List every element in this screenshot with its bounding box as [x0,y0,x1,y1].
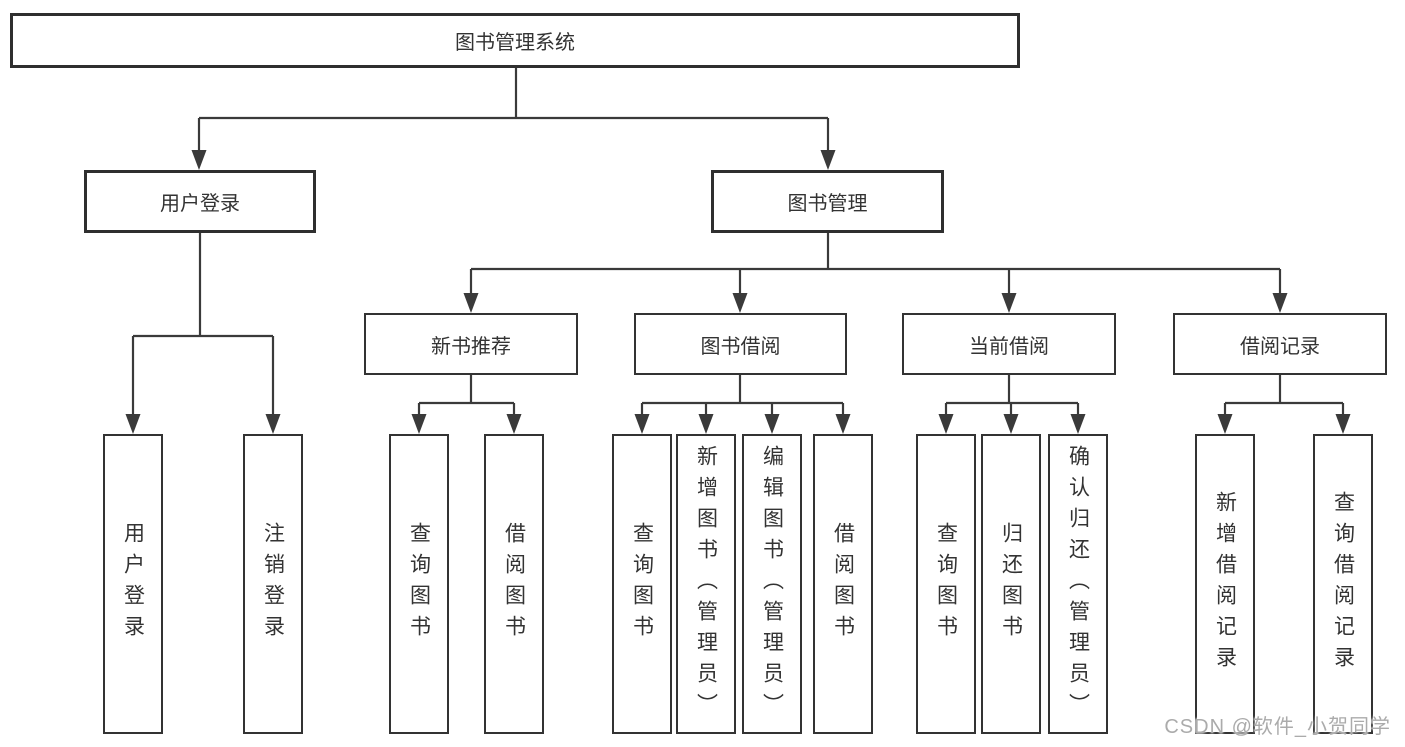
node-new-book-recommend: 新书推荐 [364,313,578,375]
node-label: 当前借阅 [969,335,1049,358]
node-label: 借阅记录 [1240,335,1320,358]
leaf-borrow-edit-books-admin: 编辑图书（管理员） [742,434,802,734]
leaf-records-query-record: 查询借阅记录 [1313,434,1373,734]
node-label: 查询图书 [407,522,431,646]
leaf-recommend-borrow-books: 借阅图书 [484,434,544,734]
arrowheads [125,150,1351,434]
node-label: 借阅图书 [831,522,855,646]
node-label: 用户登录 [160,193,240,215]
node-library-management-system: 图书管理系统 [10,13,1020,68]
leaf-logout: 注销登录 [243,434,303,734]
node-borrowing-records: 借阅记录 [1173,313,1387,375]
node-label: 图书管理系统 [455,32,575,54]
node-label: 用户登录 [121,522,145,646]
leaf-borrow-borrow-books: 借阅图书 [813,434,873,734]
node-label: 新增借阅记录 [1213,491,1237,677]
node-label: 确认归还（管理员） [1066,444,1090,724]
csdn-watermark: CSDN @软件_小贺同学 [1164,716,1391,738]
leaf-current-confirm-return-admin: 确认归还（管理员） [1048,434,1108,734]
node-label: 编辑图书（管理员） [760,444,784,724]
leaf-records-add-record: 新增借阅记录 [1195,434,1255,734]
leaf-recommend-query-books: 查询图书 [389,434,449,734]
node-book-management: 图书管理 [711,170,944,233]
node-user-login: 用户登录 [84,170,316,233]
node-label: 注销登录 [261,522,285,646]
node-label: 查询图书 [630,522,654,646]
node-label: 归还图书 [999,522,1023,646]
leaf-borrow-add-books-admin: 新增图书（管理员） [676,434,736,734]
node-label: 图书借阅 [700,335,781,358]
leaf-borrow-query-books: 查询图书 [612,434,672,734]
node-label: 查询借阅记录 [1331,491,1355,677]
leaf-user-login: 用户登录 [103,434,163,734]
node-label: 新书推荐 [431,335,511,358]
node-label: 借阅图书 [502,522,526,646]
node-label: 新增图书（管理员） [694,444,718,724]
node-current-borrowing: 当前借阅 [902,313,1116,375]
node-book-borrowing: 图书借阅 [634,313,847,375]
leaf-current-query-books: 查询图书 [916,434,976,734]
node-label: 图书管理 [787,193,868,215]
leaf-current-return-books: 归还图书 [981,434,1041,734]
node-label: 查询图书 [934,522,958,646]
